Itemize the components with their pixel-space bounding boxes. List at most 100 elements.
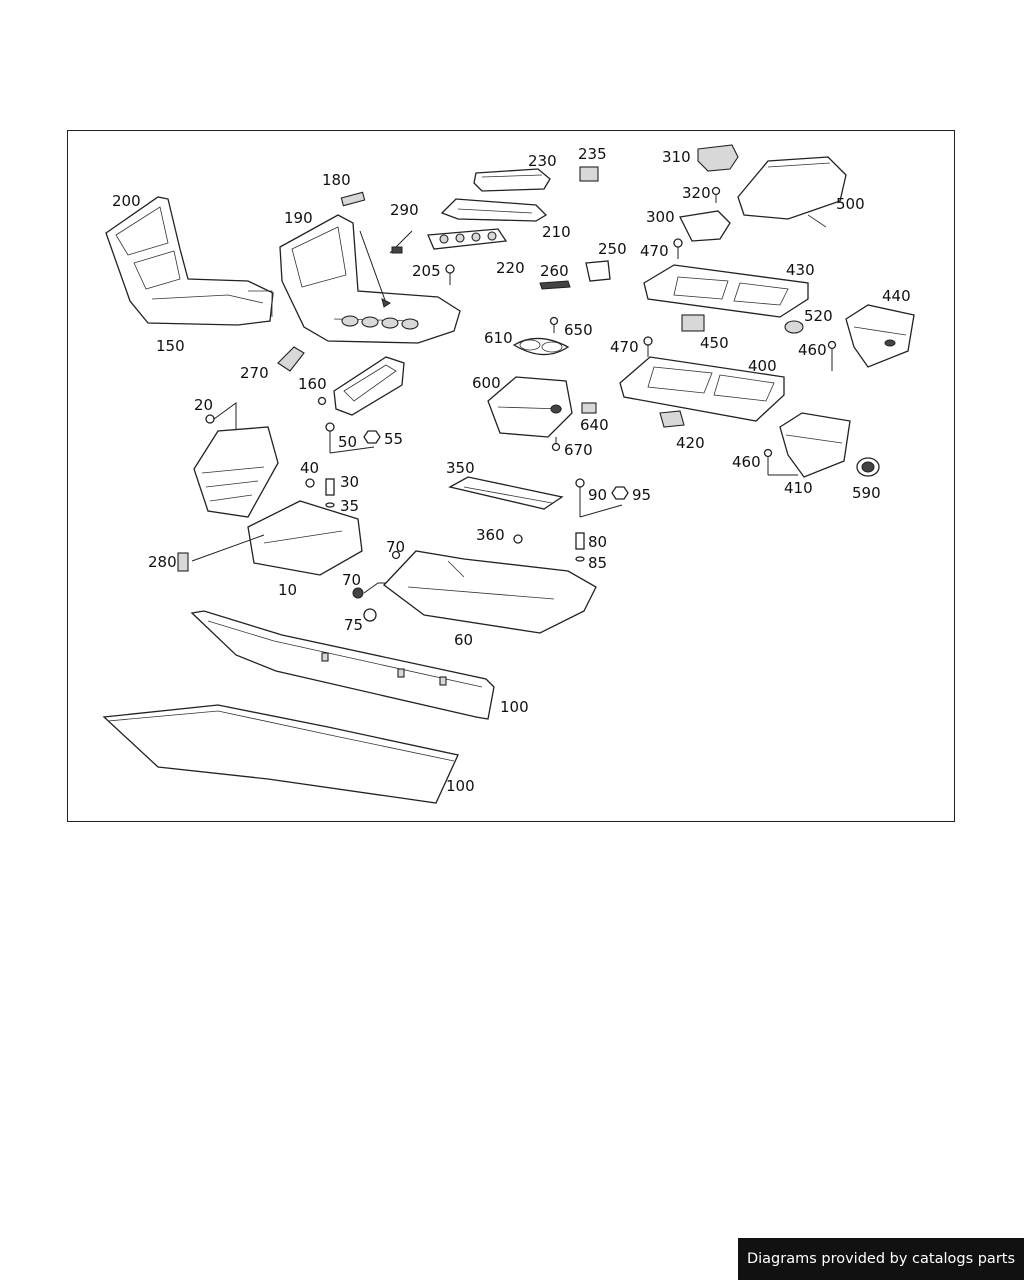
- part-290-harness: [389, 230, 413, 254]
- part-650-screw: [549, 316, 559, 333]
- callout-180: 180: [322, 171, 351, 189]
- callout-100-lower: 100: [446, 777, 475, 795]
- part-450-switch: [681, 314, 705, 332]
- callout-220: 220: [496, 259, 525, 277]
- part-30-spacer: [325, 478, 335, 496]
- part-360-screw: [513, 534, 523, 544]
- part-460-screw-upper: [827, 340, 837, 371]
- part-70-screw-upper: [391, 550, 401, 560]
- part-520-pad: [784, 320, 804, 334]
- part-200-bezel: [105, 196, 274, 326]
- part-100-side-panel-lower: [102, 704, 459, 804]
- part-470-screw-upper: [673, 238, 683, 259]
- callout-75: 75: [344, 616, 363, 634]
- part-610-cupholder-mat: [512, 337, 570, 356]
- part-500-armrest-lid: [737, 156, 847, 228]
- callout-360: 360: [476, 526, 505, 544]
- part-235-clip: [579, 166, 599, 182]
- part-670-screw: [551, 437, 561, 452]
- credit-banner: Diagrams provided by catalogs parts: [738, 1238, 1024, 1280]
- part-180-vent-strip: [340, 191, 366, 207]
- callout-600: 600: [472, 374, 501, 392]
- part-260-mat: [539, 280, 571, 290]
- part-160-display-frame: [317, 356, 405, 416]
- callout-190: 190: [284, 209, 313, 227]
- callout-70-lower: 70: [342, 571, 361, 589]
- callout-150: 150: [156, 337, 185, 355]
- part-300-boot: [679, 210, 731, 242]
- part-95-nut: [579, 486, 629, 518]
- part-75-grommet: [363, 608, 377, 622]
- part-640-clip: [581, 402, 597, 414]
- callout-590: 590: [852, 484, 881, 502]
- part-280-connector: [177, 534, 265, 572]
- callout-80: 80: [588, 533, 607, 551]
- callout-650: 650: [564, 321, 593, 339]
- part-590-ring: [856, 457, 880, 477]
- part-210-trim-rail: [440, 198, 548, 222]
- callout-55: 55: [384, 430, 403, 448]
- callout-85: 85: [588, 554, 607, 572]
- part-310-shift-knob: [697, 144, 739, 172]
- part-205-screw: [445, 264, 455, 285]
- callout-40: 40: [300, 459, 319, 477]
- part-190-center-bezel: [279, 214, 461, 344]
- callout-70-upper: 70: [386, 538, 405, 556]
- part-20-screw: [205, 402, 237, 435]
- part-600-cupholder: [487, 376, 573, 438]
- part-40-screw: [305, 478, 315, 488]
- callout-420: 420: [676, 434, 705, 452]
- callout-410: 410: [784, 479, 813, 497]
- callout-10: 10: [278, 581, 297, 599]
- part-70-clip-lower: [352, 582, 386, 599]
- part-60-console-frame: [383, 550, 597, 634]
- callout-430: 430: [786, 261, 815, 279]
- callout-250: 250: [598, 240, 627, 258]
- callout-300: 300: [646, 208, 675, 226]
- callout-290: 290: [390, 201, 419, 219]
- callout-235: 235: [578, 145, 607, 163]
- callout-310: 310: [662, 148, 691, 166]
- callout-470-lower: 470: [610, 338, 639, 356]
- callout-470-upper: 470: [640, 242, 669, 260]
- part-430-trim-plate: [643, 264, 809, 318]
- callout-440: 440: [882, 287, 911, 305]
- callout-520: 520: [804, 307, 833, 325]
- part-440-storage-bin: [845, 304, 915, 368]
- part-85-washer: [575, 556, 585, 562]
- callout-320: 320: [682, 184, 711, 202]
- part-420-switch: [659, 410, 685, 428]
- credit-text: Diagrams provided by catalogs parts: [746, 1251, 1016, 1267]
- part-80-spacer: [575, 532, 585, 550]
- callout-90: 90: [588, 486, 607, 504]
- part-460-screw-lower: [763, 448, 773, 475]
- callout-460-upper: 460: [798, 341, 827, 359]
- part-100-side-panel-upper: [190, 610, 495, 720]
- callout-230: 230: [528, 152, 557, 170]
- callout-610: 610: [484, 329, 513, 347]
- callout-260: 260: [540, 262, 569, 280]
- part-90-bolt: [575, 478, 585, 517]
- callout-350: 350: [446, 459, 475, 477]
- callout-30: 30: [340, 473, 359, 491]
- part-470-screw-lower: [643, 336, 653, 357]
- part-350-bracket: [448, 476, 564, 510]
- callout-60: 60: [454, 631, 473, 649]
- callout-100-upper: 100: [500, 698, 529, 716]
- parts-diagram-frame: 200 150 190 180 290 230 235 210: [67, 130, 955, 822]
- part-230-tray: [473, 168, 551, 192]
- callout-670: 670: [564, 441, 593, 459]
- part-250-insert: [585, 260, 611, 282]
- callout-160: 160: [298, 375, 327, 393]
- part-220-switch-panel: [427, 228, 508, 250]
- callout-35: 35: [340, 497, 359, 515]
- callout-280: 280: [148, 553, 177, 571]
- callout-200: 200: [112, 192, 141, 210]
- callout-450: 450: [700, 334, 729, 352]
- callout-400: 400: [748, 357, 777, 375]
- part-320-screw: [711, 186, 721, 203]
- part-10-bracket-assembly: [193, 426, 363, 576]
- callout-205: 205: [412, 262, 441, 280]
- callout-20: 20: [194, 396, 213, 414]
- part-400-trim-plate: [619, 356, 785, 422]
